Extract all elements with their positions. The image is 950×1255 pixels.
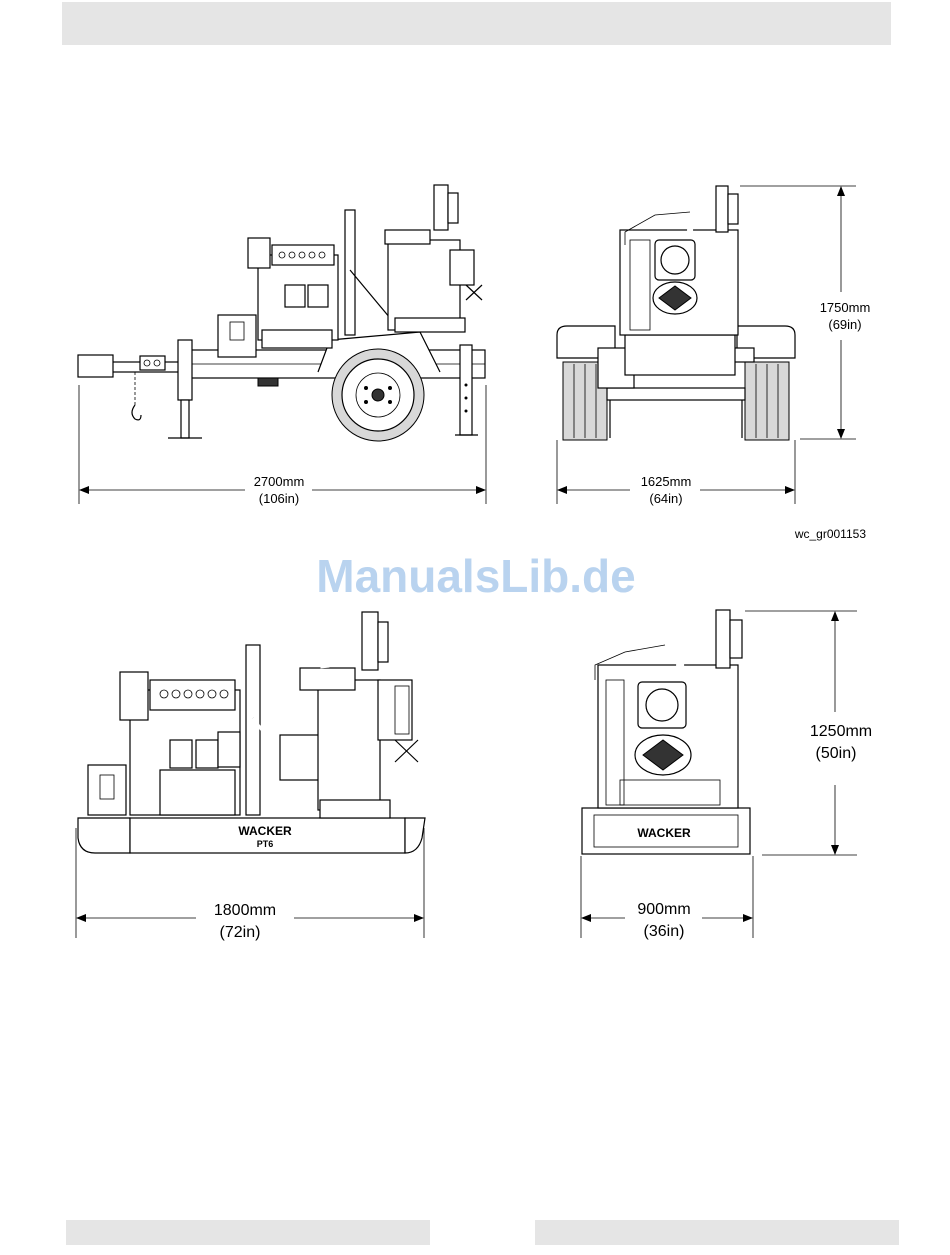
dim-skid-length-in: (72in) <box>220 924 261 941</box>
dim-trailer-width-in: (64in) <box>649 491 682 506</box>
dimension-skid-width: 900mm (36in) <box>581 856 753 940</box>
dim-skid-width-mm: 900mm <box>637 901 690 918</box>
dimension-trailer-length: 2700mm (106in) <box>79 385 486 506</box>
watermark: ManualsLib.de <box>316 550 635 602</box>
trailer-rear-view <box>557 186 795 440</box>
dim-skid-height-mm: 1250mm <box>810 723 872 740</box>
dim-trailer-height-mm: 1750mm <box>820 300 871 315</box>
dim-skid-length-mm: 1800mm <box>214 902 276 919</box>
figure-reference: wc_gr001153 <box>794 527 866 541</box>
dimension-skid-height: 1250mm (50in) <box>745 611 872 855</box>
dim-skid-height-in: (50in) <box>816 745 857 762</box>
skid-rear-view: WACKER <box>582 610 750 854</box>
dimension-trailer-width: 1625mm (64in) <box>557 440 795 506</box>
dim-skid-width-in: (36in) <box>644 923 685 940</box>
skid-side-model: PT6 <box>257 839 274 849</box>
trailer-side-view <box>78 185 485 441</box>
dim-trailer-length-in: (106in) <box>259 491 299 506</box>
skid-side-logo: WACKER <box>238 824 292 838</box>
dim-trailer-height-in: (69in) <box>828 317 861 332</box>
dim-trailer-width-mm: 1625mm <box>641 474 692 489</box>
skid-rear-logo: WACKER <box>637 826 691 840</box>
dim-trailer-length-mm: 2700mm <box>254 474 305 489</box>
skid-side-view: WACKER PT6 <box>78 612 425 853</box>
